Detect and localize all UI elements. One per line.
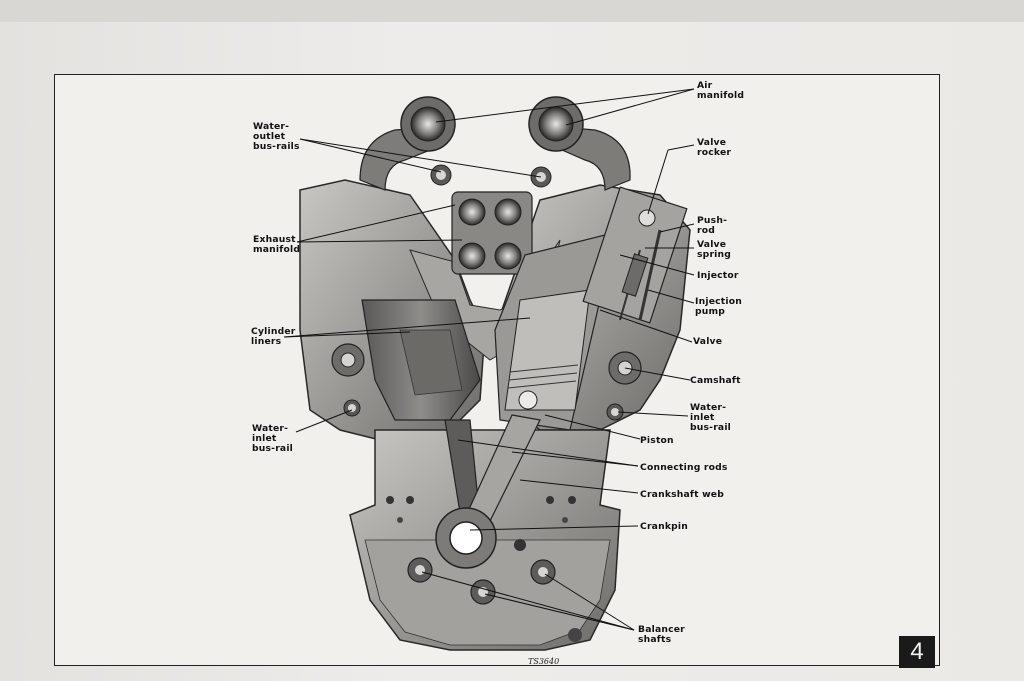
label-injector: Injector xyxy=(697,270,739,281)
label-piston: Piston xyxy=(640,435,674,446)
label-exhaust-manifold: Exhaust manifold xyxy=(253,234,301,255)
air-manifold-pipes xyxy=(359,96,631,191)
label-push-rod: Push- rod xyxy=(697,215,728,236)
label-injection-pump: Injection pump xyxy=(695,296,742,317)
exhaust-manifold-ports xyxy=(451,191,533,275)
label-water-outlet-bus-rails: Water- outlet bus-rails xyxy=(253,121,300,152)
label-connecting-rods: Connecting rods xyxy=(640,462,728,473)
page-top-shadow xyxy=(0,0,1024,22)
label-crankshaft-web: Crankshaft web xyxy=(640,489,725,500)
label-crankpin: Crankpin xyxy=(640,521,688,532)
label-air-manifold: Air manifold xyxy=(697,80,745,101)
label-water-inlet-bus-rail-right: Water- inlet bus-rail xyxy=(690,402,732,433)
label-water-inlet-bus-rail-left: Water- inlet bus-rail xyxy=(252,423,294,454)
crankcase-bolts xyxy=(386,496,576,523)
figure-number-stamp: TS3640 xyxy=(528,657,560,666)
page-number-badge: 4 xyxy=(899,636,935,668)
label-valve-spring: Valve spring xyxy=(697,239,732,260)
label-valve: Valve xyxy=(693,336,723,347)
water-outlet-fittings xyxy=(430,164,552,188)
leader-lines xyxy=(283,88,695,631)
label-cylinder-liners: Cylinder liners xyxy=(251,326,296,347)
label-balancer-shafts: Balancer shafts xyxy=(638,624,685,645)
right-cylinder-and-piston xyxy=(494,234,606,431)
label-camshaft: Camshaft xyxy=(690,375,741,386)
label-valve-rocker: Valve rocker xyxy=(697,137,732,158)
